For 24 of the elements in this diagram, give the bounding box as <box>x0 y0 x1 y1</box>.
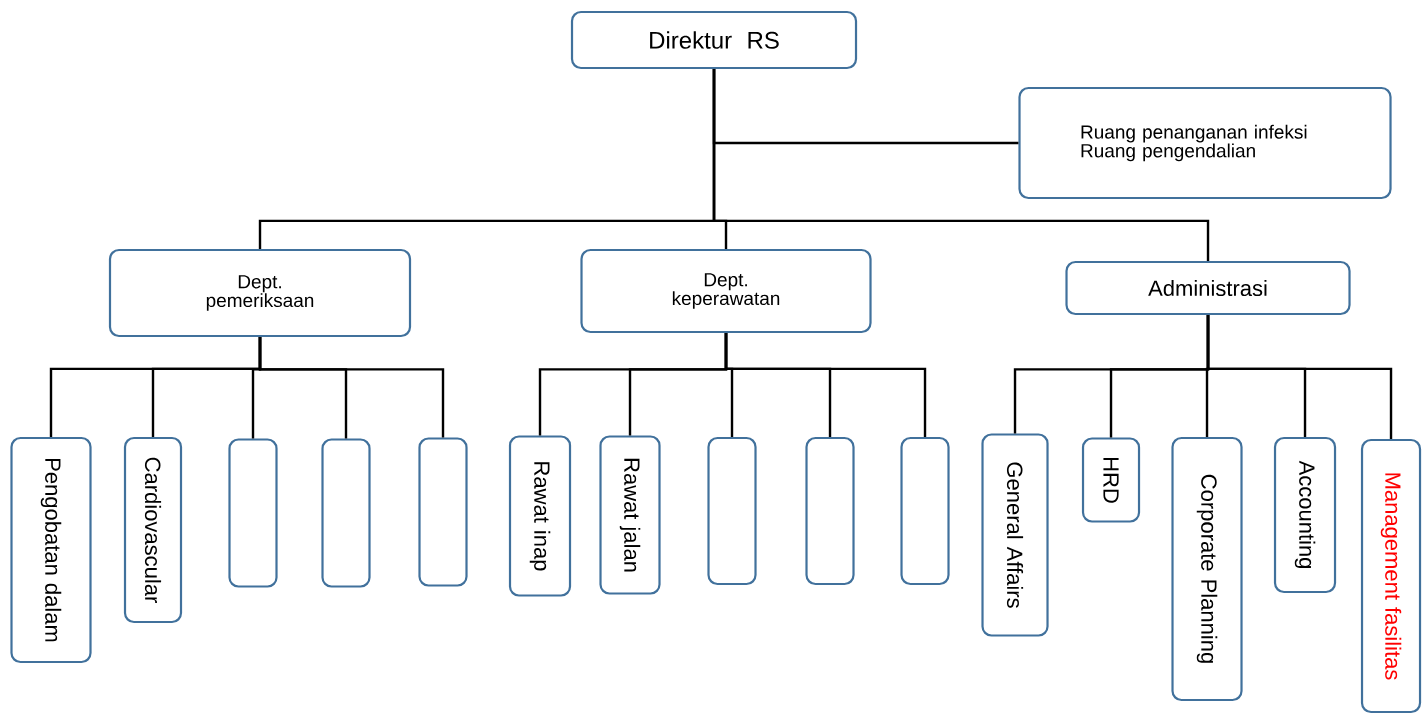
org-box: Management fasilitas <box>1360 438 1422 714</box>
empty-box <box>321 438 371 588</box>
connector-line <box>712 69 1210 261</box>
org-box: HRD <box>1081 437 1141 523</box>
connector-line <box>258 337 445 438</box>
org-box: Accounting <box>1273 436 1337 594</box>
org-box: Corporate Planning <box>1171 436 1243 702</box>
connector-line <box>724 333 927 437</box>
org-box: Cardiovascular <box>123 436 183 624</box>
empty-box <box>418 437 468 587</box>
org-box: General Affairs <box>981 433 1049 637</box>
org-box: Dept. keperawatan <box>580 248 872 334</box>
org-box: Ruang penanganan infeksi Ruang pengendalian <box>1018 86 1392 200</box>
org-box: Rawat jalan <box>599 435 661 595</box>
empty-box <box>900 436 950 586</box>
org-box: Dept. pemeriksaan <box>108 248 412 338</box>
org-box: Administrasi <box>1065 260 1351 316</box>
empty-box <box>228 438 278 588</box>
empty-box <box>707 436 757 586</box>
org-box: Direktur RS <box>570 10 858 70</box>
empty-box <box>805 436 855 586</box>
org-box: Pengobatan dalam <box>10 436 92 664</box>
connector-line <box>1206 315 1393 439</box>
org-box: Rawat inap <box>508 435 572 597</box>
